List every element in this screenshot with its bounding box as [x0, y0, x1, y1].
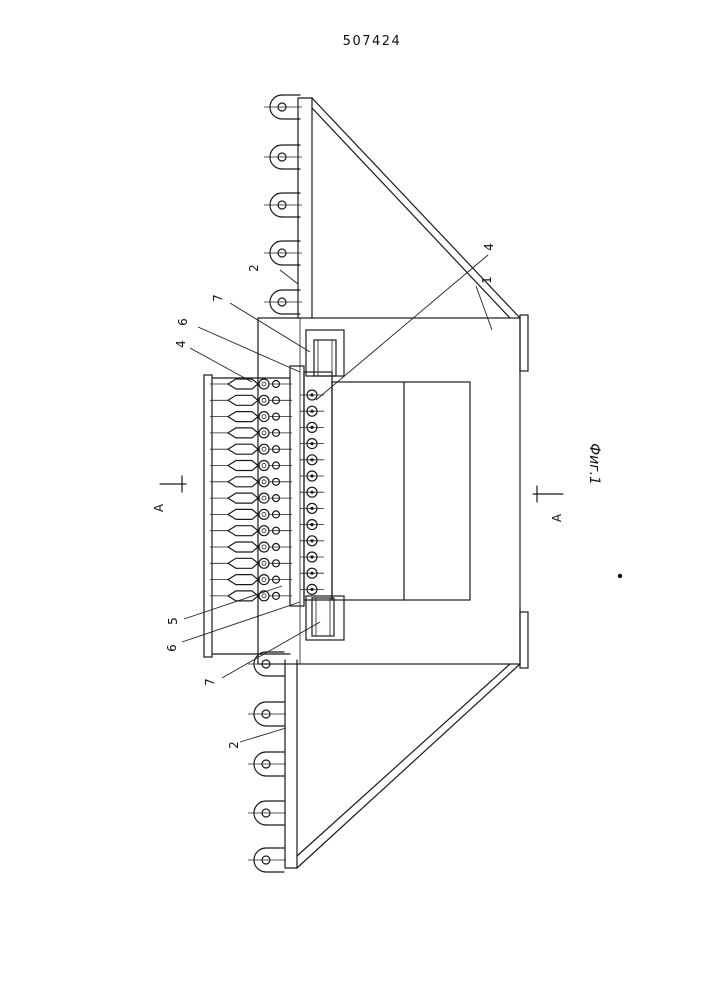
label-unit-4-right: 4 [482, 243, 496, 251]
tool-unit [210, 526, 292, 536]
base-housing [258, 315, 528, 668]
bottom-support-frame [285, 660, 520, 868]
section-mark-upper: A [152, 476, 186, 512]
section-label-lower: A [550, 513, 564, 522]
tool-unit [210, 558, 292, 568]
label-roller-7-upper: 7 [211, 294, 225, 302]
label-support-bottom: 2 [227, 741, 241, 749]
tool-unit [210, 477, 292, 487]
label-member-6-lower: 6 [165, 644, 179, 652]
support-roller [248, 848, 286, 872]
label-unit-4-upper: 4 [174, 340, 188, 348]
bar-holder [204, 375, 290, 657]
tool-unit [210, 493, 292, 503]
figure-caption: Фиг.1 [586, 443, 602, 485]
support-roller [248, 801, 286, 825]
label-base: 1 [480, 276, 494, 284]
sheet-dot [618, 574, 622, 578]
support-roller [264, 241, 302, 265]
support-roller [264, 145, 302, 169]
tool-unit-row [210, 379, 292, 601]
tool-unit [210, 461, 292, 471]
section-label-upper: A [152, 503, 166, 512]
support-roller [264, 290, 302, 314]
tool-unit [210, 575, 292, 585]
label-roller-7-lower: 7 [203, 678, 217, 686]
label-member-6-upper: 6 [176, 318, 190, 326]
tool-unit [210, 395, 292, 405]
bottom-support-rollers [248, 652, 286, 872]
top-support-frame [298, 98, 520, 318]
support-roller [248, 752, 286, 776]
label-member-5: 5 [166, 617, 180, 625]
tool-unit [210, 444, 292, 454]
tool-unit [210, 428, 292, 438]
tool-unit [210, 379, 292, 389]
support-roller [248, 702, 286, 726]
tool-unit [210, 509, 292, 519]
top-support-rollers [264, 95, 302, 314]
support-roller [264, 95, 302, 119]
label-support-top: 2 [247, 264, 261, 272]
tool-unit [210, 542, 292, 552]
end-roller-lower [312, 598, 334, 636]
end-roller-upper [314, 340, 336, 376]
patent-number: 507424 [343, 34, 402, 49]
tool-unit [210, 591, 292, 601]
tool-unit [210, 412, 292, 422]
support-roller [264, 193, 302, 217]
section-mark-lower: A [533, 486, 564, 522]
